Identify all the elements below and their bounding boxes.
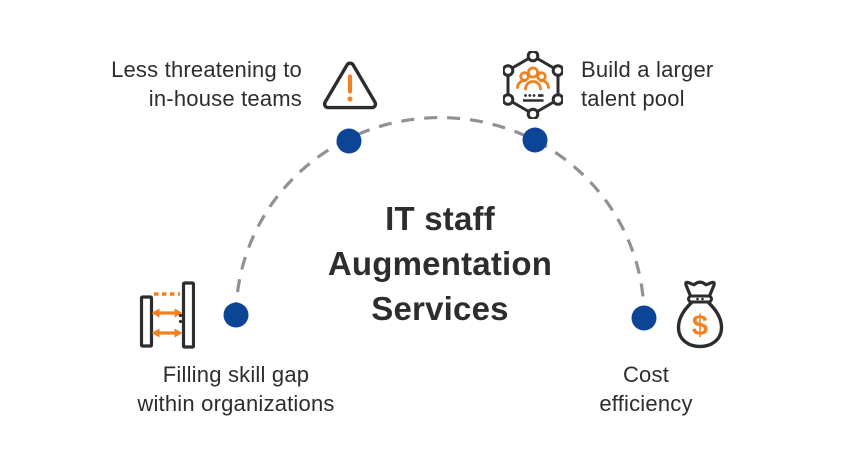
talent-network-icon <box>503 51 563 119</box>
label-talent-pool: Build a larger talent pool <box>581 57 714 111</box>
label-cost-efficiency: Cost efficiency <box>599 362 693 416</box>
label-less-threatening: Less threatening to in-house teams <box>111 57 302 111</box>
warning-triangle-icon <box>322 61 378 110</box>
dashed-arc <box>234 115 646 319</box>
node-dot-top-left <box>336 128 362 154</box>
node-dot-bottom-right <box>631 305 657 331</box>
skill-gap-bars-icon <box>139 281 195 349</box>
money-bag-icon: $ <box>676 280 724 349</box>
dollar-symbol: $ <box>692 310 708 342</box>
diagram-title: IT staff Augmentation Services <box>327 200 553 327</box>
node-dot-top-right <box>522 127 548 153</box>
label-skill-gap: Filling skill gap within organizations <box>137 362 335 416</box>
node-dot-bottom-left <box>223 302 249 328</box>
